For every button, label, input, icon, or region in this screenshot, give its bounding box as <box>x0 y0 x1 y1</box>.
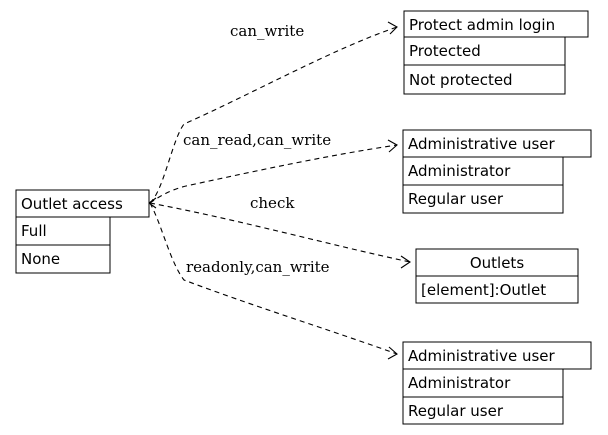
node-administrative-user-1-row-administrator: Administrator <box>408 162 511 180</box>
edge-label-can-read-can-write: can_read,can_write <box>183 131 331 149</box>
node-administrative-user-1-row-regular-user: Regular user <box>408 190 504 208</box>
node-protect-admin-login-title: Protect admin login <box>409 16 555 34</box>
node-administrative-user-2-row-administrator: Administrator <box>408 374 511 392</box>
node-outlet-access-title: Outlet access <box>21 195 123 213</box>
node-outlets-row-element: [element]:Outlet <box>421 281 546 299</box>
node-administrative-user-2-title: Administrative user <box>408 347 556 365</box>
node-outlet-access-row-full: Full <box>21 222 47 240</box>
arrowhead-administrative-user-2 <box>387 346 398 360</box>
node-administrative-user-1-title: Administrative user <box>408 135 556 153</box>
edge-label-readonly-can-write: readonly,can_write <box>186 258 330 276</box>
edge-label-can-write: can_write <box>230 22 304 40</box>
edge-can-write: can_write <box>149 21 398 204</box>
node-outlet-access-row-none: None <box>21 250 60 268</box>
node-administrative-user-2-row-regular-user: Regular user <box>408 402 504 420</box>
edge-label-check: check <box>250 194 295 212</box>
edge-can-read-can-write: can_read,can_write <box>149 131 398 204</box>
node-administrative-user-1[interactable]: Administrative user Administrator Regula… <box>402 129 592 214</box>
node-protect-admin-login-row-protected: Protected <box>409 42 481 60</box>
node-outlets-title: Outlets <box>470 254 524 272</box>
node-outlets[interactable]: Outlets [element]:Outlet <box>415 248 579 304</box>
node-administrative-user-2[interactable]: Administrative user Administrator Regula… <box>402 341 592 425</box>
edge-readonly-can-write: readonly,can_write <box>149 202 398 360</box>
arrowhead-administrative-user-1 <box>387 139 398 153</box>
node-protect-admin-login-row-not-protected: Not protected <box>409 71 513 89</box>
arrowhead-protect-admin-login <box>387 21 398 35</box>
node-outlet-access[interactable]: Outlet access Full None <box>15 189 150 274</box>
edge-check: check <box>149 194 411 269</box>
arrowhead-outlets <box>400 255 411 269</box>
node-protect-admin-login[interactable]: Protect admin login Protected Not protec… <box>403 10 589 95</box>
